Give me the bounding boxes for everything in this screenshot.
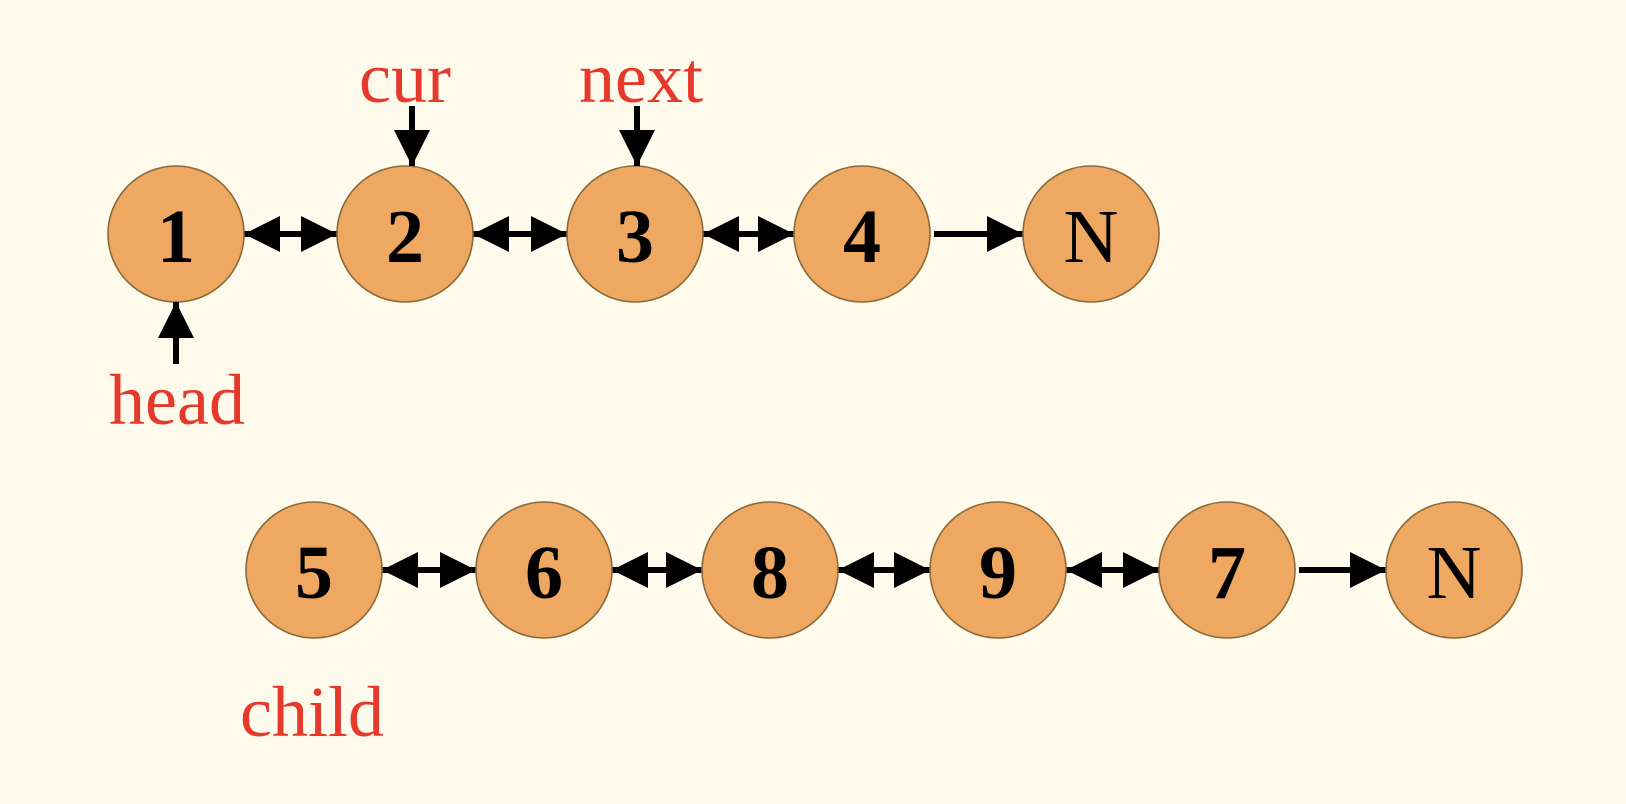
node-value: 8 [751,531,789,615]
node-value: 1 [157,195,195,279]
pointer-cur: cur [359,38,451,166]
child-node-8: 8 [701,501,839,639]
child-node-7: 7 [1158,501,1296,639]
child-null-node: N [1385,501,1523,639]
child-node-9: 9 [929,501,1067,639]
pointer-next: next [579,38,703,166]
node-value: 4 [843,195,881,279]
pointer-child: child [240,672,384,752]
child-node-5: 5 [245,501,383,639]
list-node-2: 2 [336,165,474,303]
list-node-3: 3 [566,165,704,303]
node-value: N [1427,531,1482,615]
node-value: N [1064,195,1119,279]
node-value: 7 [1208,531,1246,615]
pointer-head: head [109,302,245,440]
node-value: 6 [525,531,563,615]
node-value: 9 [979,531,1017,615]
pointer-label-cur: cur [359,38,451,118]
node-value: 2 [386,195,424,279]
pointer-label-head: head [109,360,245,440]
list-node-4: 4 [793,165,931,303]
main-list: 1 2 3 4 N [107,165,1160,303]
list-null-node: N [1022,165,1160,303]
node-value: 3 [616,195,654,279]
pointer-label-next: next [579,38,703,118]
child-list: 5 6 8 9 7 N [245,501,1523,639]
pointer-label-child: child [240,672,384,752]
node-value: 5 [295,531,333,615]
child-node-6: 6 [475,501,613,639]
list-node-1: 1 [107,165,245,303]
